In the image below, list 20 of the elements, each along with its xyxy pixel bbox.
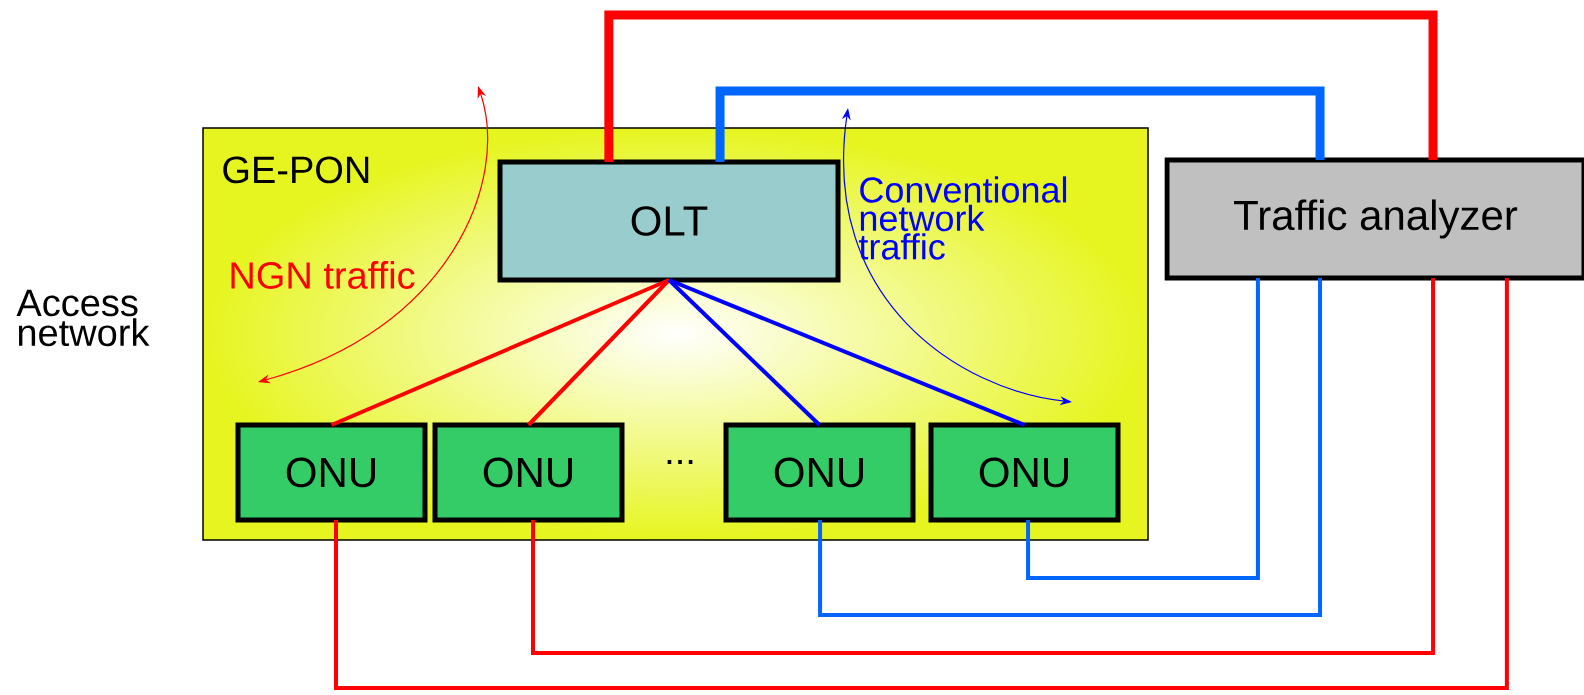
annotation-label: Conventional network traffic [858,176,1067,260]
annotation-label: NGN traffic [231,261,415,289]
onu-box: ONU [928,422,1121,523]
connection-line [668,278,1026,427]
connection-line [330,278,670,427]
connection-line [667,278,821,427]
connection-line [1026,278,1260,580]
connection-line [604,10,1438,162]
connection-line [531,278,1436,655]
connection-line [715,86,1325,162]
connection-line [334,278,1509,690]
connection-line [527,278,671,427]
connection-line [818,278,1323,617]
ellipsis: ... [667,460,693,465]
analyzer-box: Traffic analyzer [1164,157,1584,281]
onu-box: ONU [723,422,916,523]
onu-box: ONU [235,422,428,523]
onu-box: ONU [432,422,625,523]
annotation-label: Access network [16,289,150,347]
olt-box: OLT [497,159,841,283]
